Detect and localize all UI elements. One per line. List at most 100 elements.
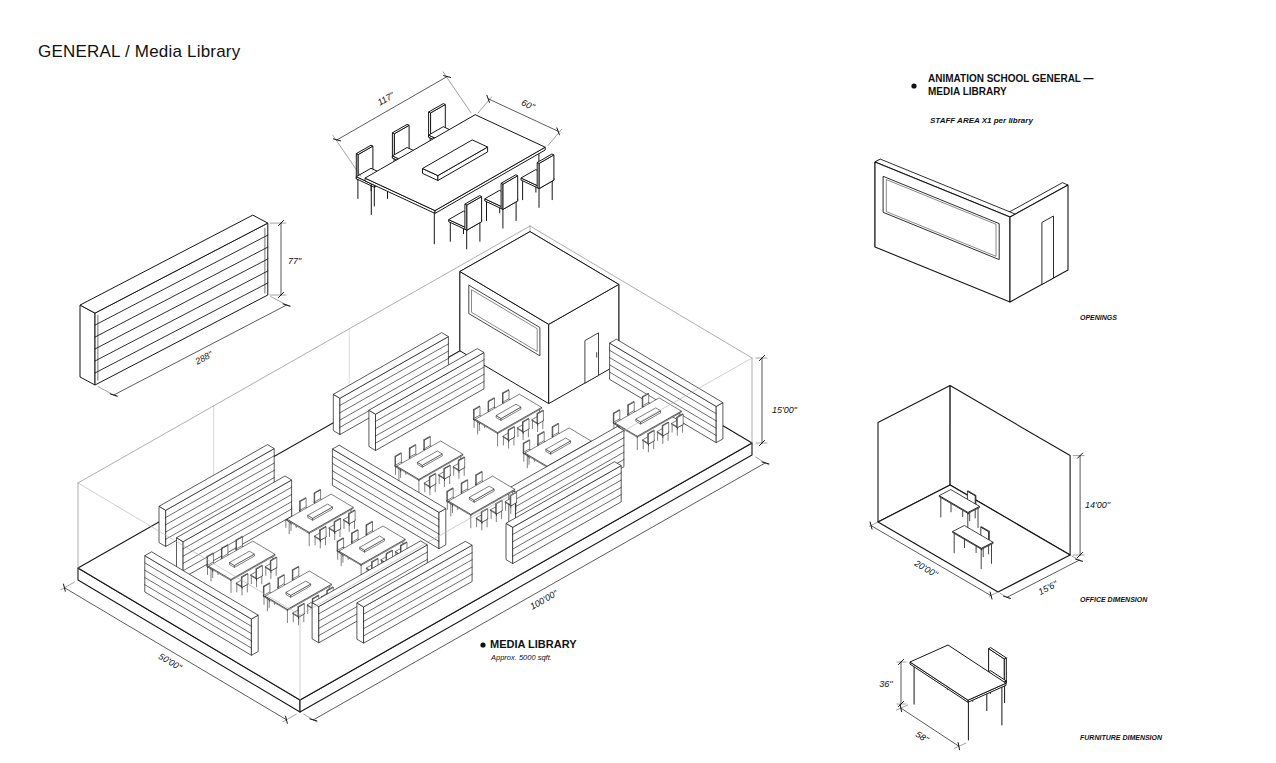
- dimension-line: [337, 77, 447, 140]
- chair-back: [444, 465, 451, 469]
- shelf-board: [145, 570, 252, 633]
- dimension-tick: [444, 76, 451, 78]
- table-leg: [497, 432, 498, 446]
- dimension-line: [901, 662, 902, 704]
- chair-leg: [479, 222, 480, 242]
- chair-leg: [466, 229, 467, 249]
- extension-line: [270, 223, 286, 224]
- chair-back: [538, 432, 545, 436]
- shelf-board: [513, 480, 622, 542]
- shelf-board: [95, 235, 268, 325]
- extension-line: [98, 387, 117, 397]
- chair-back: [334, 518, 341, 522]
- chair-back: [508, 427, 515, 431]
- glass-wall: [300, 615, 301, 700]
- chair-leg: [474, 420, 475, 428]
- chair-leg: [247, 584, 248, 592]
- dimension-label: 58'': [913, 728, 932, 745]
- dimension-tick: [283, 304, 290, 306]
- dimension-line: [281, 223, 282, 295]
- chair-leg: [502, 209, 503, 229]
- table-leg: [231, 579, 232, 593]
- chair-back: [429, 473, 436, 477]
- chair-leg: [516, 503, 517, 511]
- chair-back: [461, 480, 468, 484]
- chair-back: [257, 566, 263, 580]
- chair-back: [278, 575, 285, 579]
- dimension-tick: [278, 221, 283, 226]
- chair-back: [372, 558, 379, 562]
- dimension-line: [1080, 456, 1081, 555]
- chair-back: [424, 436, 431, 440]
- shelf-board: [610, 372, 717, 435]
- dimension-label: 60": [519, 97, 537, 113]
- glass-wall: [300, 358, 752, 615]
- caption: OFFICE DIMENSION: [1080, 596, 1147, 604]
- dimension-tick: [900, 705, 902, 712]
- dimension-label: 15'6'': [1036, 578, 1060, 597]
- table-leg: [434, 210, 435, 244]
- shelf-unit: [506, 462, 621, 528]
- shelf-unit: [716, 403, 723, 443]
- dimension-tick: [64, 584, 66, 591]
- chair-leg: [657, 433, 658, 441]
- table-leg: [470, 514, 471, 528]
- chair-back: [271, 557, 277, 571]
- office-window: [472, 290, 538, 352]
- dimension-label: 15'00": [772, 405, 797, 415]
- desk-top: [939, 490, 979, 513]
- chair-back: [327, 587, 334, 591]
- chair-leg: [315, 537, 316, 545]
- extension-line: [756, 457, 769, 465]
- chair-back: [299, 604, 305, 618]
- shelf-board: [376, 374, 485, 436]
- extension-line: [1073, 555, 1084, 556]
- dimension-tick: [759, 355, 764, 360]
- room-floor: [878, 485, 1070, 592]
- shelf-unit: [369, 410, 376, 450]
- chair-back: [320, 527, 326, 541]
- floor-slab: [78, 311, 752, 700]
- desk-leg: [954, 533, 955, 553]
- table-leg: [418, 479, 419, 493]
- table-centre-block: [308, 504, 333, 518]
- chair-back: [392, 124, 409, 133]
- extension-line: [1073, 455, 1084, 456]
- bullet-dot: [480, 642, 485, 647]
- chair-back: [613, 410, 620, 414]
- dimension-tick: [1076, 559, 1083, 561]
- dimension-tick: [278, 292, 283, 297]
- chair-leg: [329, 529, 330, 537]
- table-centre-block: [423, 140, 488, 176]
- chair-leg: [501, 511, 502, 519]
- chair-leg: [303, 614, 304, 622]
- chair-leg: [236, 584, 237, 592]
- chair-leg: [325, 537, 326, 545]
- chair-back: [236, 537, 243, 541]
- chair-leg: [476, 519, 477, 527]
- chair-leg: [682, 424, 683, 432]
- shelf-board: [95, 259, 268, 349]
- shelf-unit: [312, 603, 319, 643]
- shelf-unit: [357, 541, 472, 607]
- chair-back: [459, 457, 465, 471]
- dimension-label: 20'00'': [912, 558, 941, 581]
- chair-back: [298, 603, 305, 607]
- shelf-board: [364, 567, 473, 629]
- shelf-board: [376, 367, 485, 429]
- extension-line: [61, 582, 75, 590]
- chair-leg: [523, 453, 524, 461]
- desk-leg: [981, 549, 982, 569]
- dimension-label: 100'00": [528, 588, 561, 613]
- shelf-unit: [610, 339, 723, 406]
- chair-leg: [276, 568, 277, 576]
- dimension-line: [64, 588, 286, 720]
- shelf-unit: [357, 603, 364, 643]
- extension-line: [304, 714, 317, 722]
- dimension-tick: [958, 743, 960, 750]
- dimension-line: [762, 358, 763, 443]
- chair-back: [642, 393, 649, 397]
- chair-leg: [513, 437, 514, 445]
- desk-leg: [940, 497, 941, 517]
- table-centre-block: [496, 404, 521, 418]
